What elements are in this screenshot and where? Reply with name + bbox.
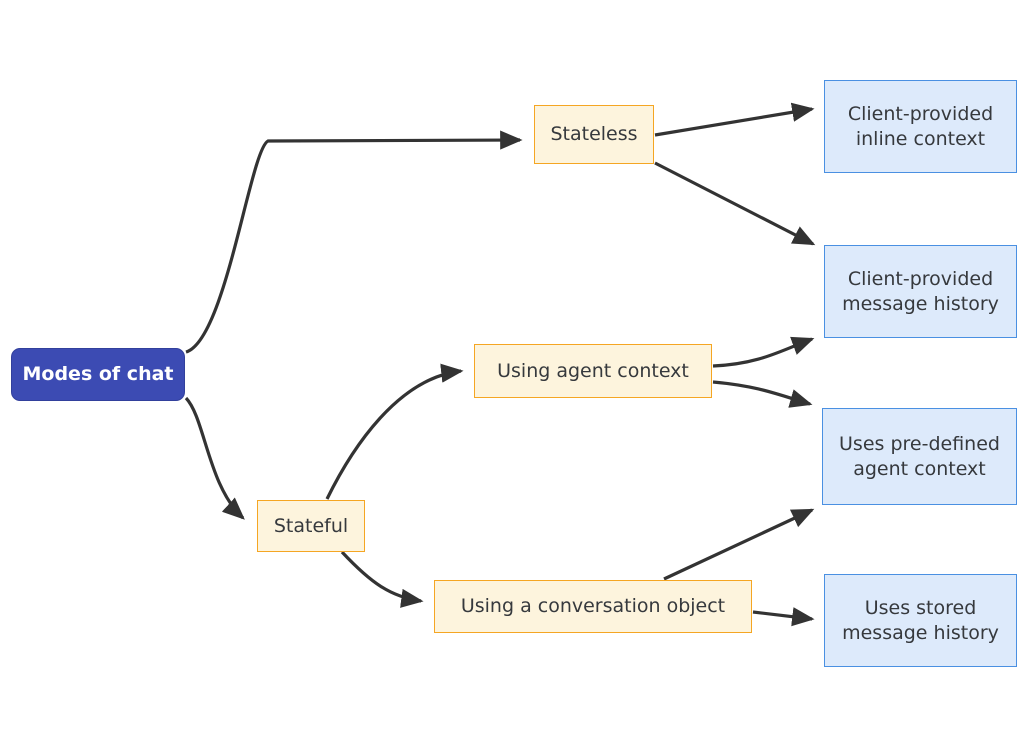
edges-group <box>184 102 816 627</box>
node-label-stateless: Stateless <box>550 123 638 146</box>
node-label-stateful: Stateful <box>273 514 349 537</box>
node-msghistory[interactable]: Client-provided message history <box>824 245 1017 338</box>
node-storedmsg[interactable]: Uses stored message history <box>824 574 1017 667</box>
node-label-msghistory: Client-provided message history <box>842 268 999 315</box>
node-label-storedmsg: Uses stored message history <box>842 597 999 644</box>
edge-stateful-to-agentctx <box>325 363 464 500</box>
edge-root-to-stateful <box>184 396 245 520</box>
edge-convobj-to-storedmsg <box>752 607 815 627</box>
edge-agentctx-to-predefined <box>712 380 813 408</box>
node-label-convobj: Using a conversation object <box>460 595 726 618</box>
edge-agentctx-to-msghistory <box>712 336 815 368</box>
node-stateful[interactable]: Stateful <box>257 500 365 552</box>
node-agentctx[interactable]: Using agent context <box>474 344 712 398</box>
node-label-agentctx: Using agent context <box>497 359 689 382</box>
node-predefined[interactable]: Uses pre-defined agent context <box>822 408 1017 505</box>
edge-stateless-to-msghistory <box>654 161 816 246</box>
edge-stateful-to-convobj <box>340 550 424 608</box>
edge-root-to-stateless <box>185 130 523 354</box>
node-label-predefined: Uses pre-defined agent context <box>839 433 1000 480</box>
node-root[interactable]: Modes of chat <box>11 348 185 401</box>
node-inline[interactable]: Client-provided inline context <box>824 80 1017 173</box>
node-convobj[interactable]: Using a conversation object <box>434 580 752 633</box>
edge-convobj-to-predefined <box>663 508 815 581</box>
edge-stateless-to-inline <box>654 102 815 137</box>
node-stateless[interactable]: Stateless <box>534 105 654 164</box>
node-label-root: Modes of chat <box>22 363 174 386</box>
node-label-inline: Client-provided inline context <box>847 103 994 150</box>
